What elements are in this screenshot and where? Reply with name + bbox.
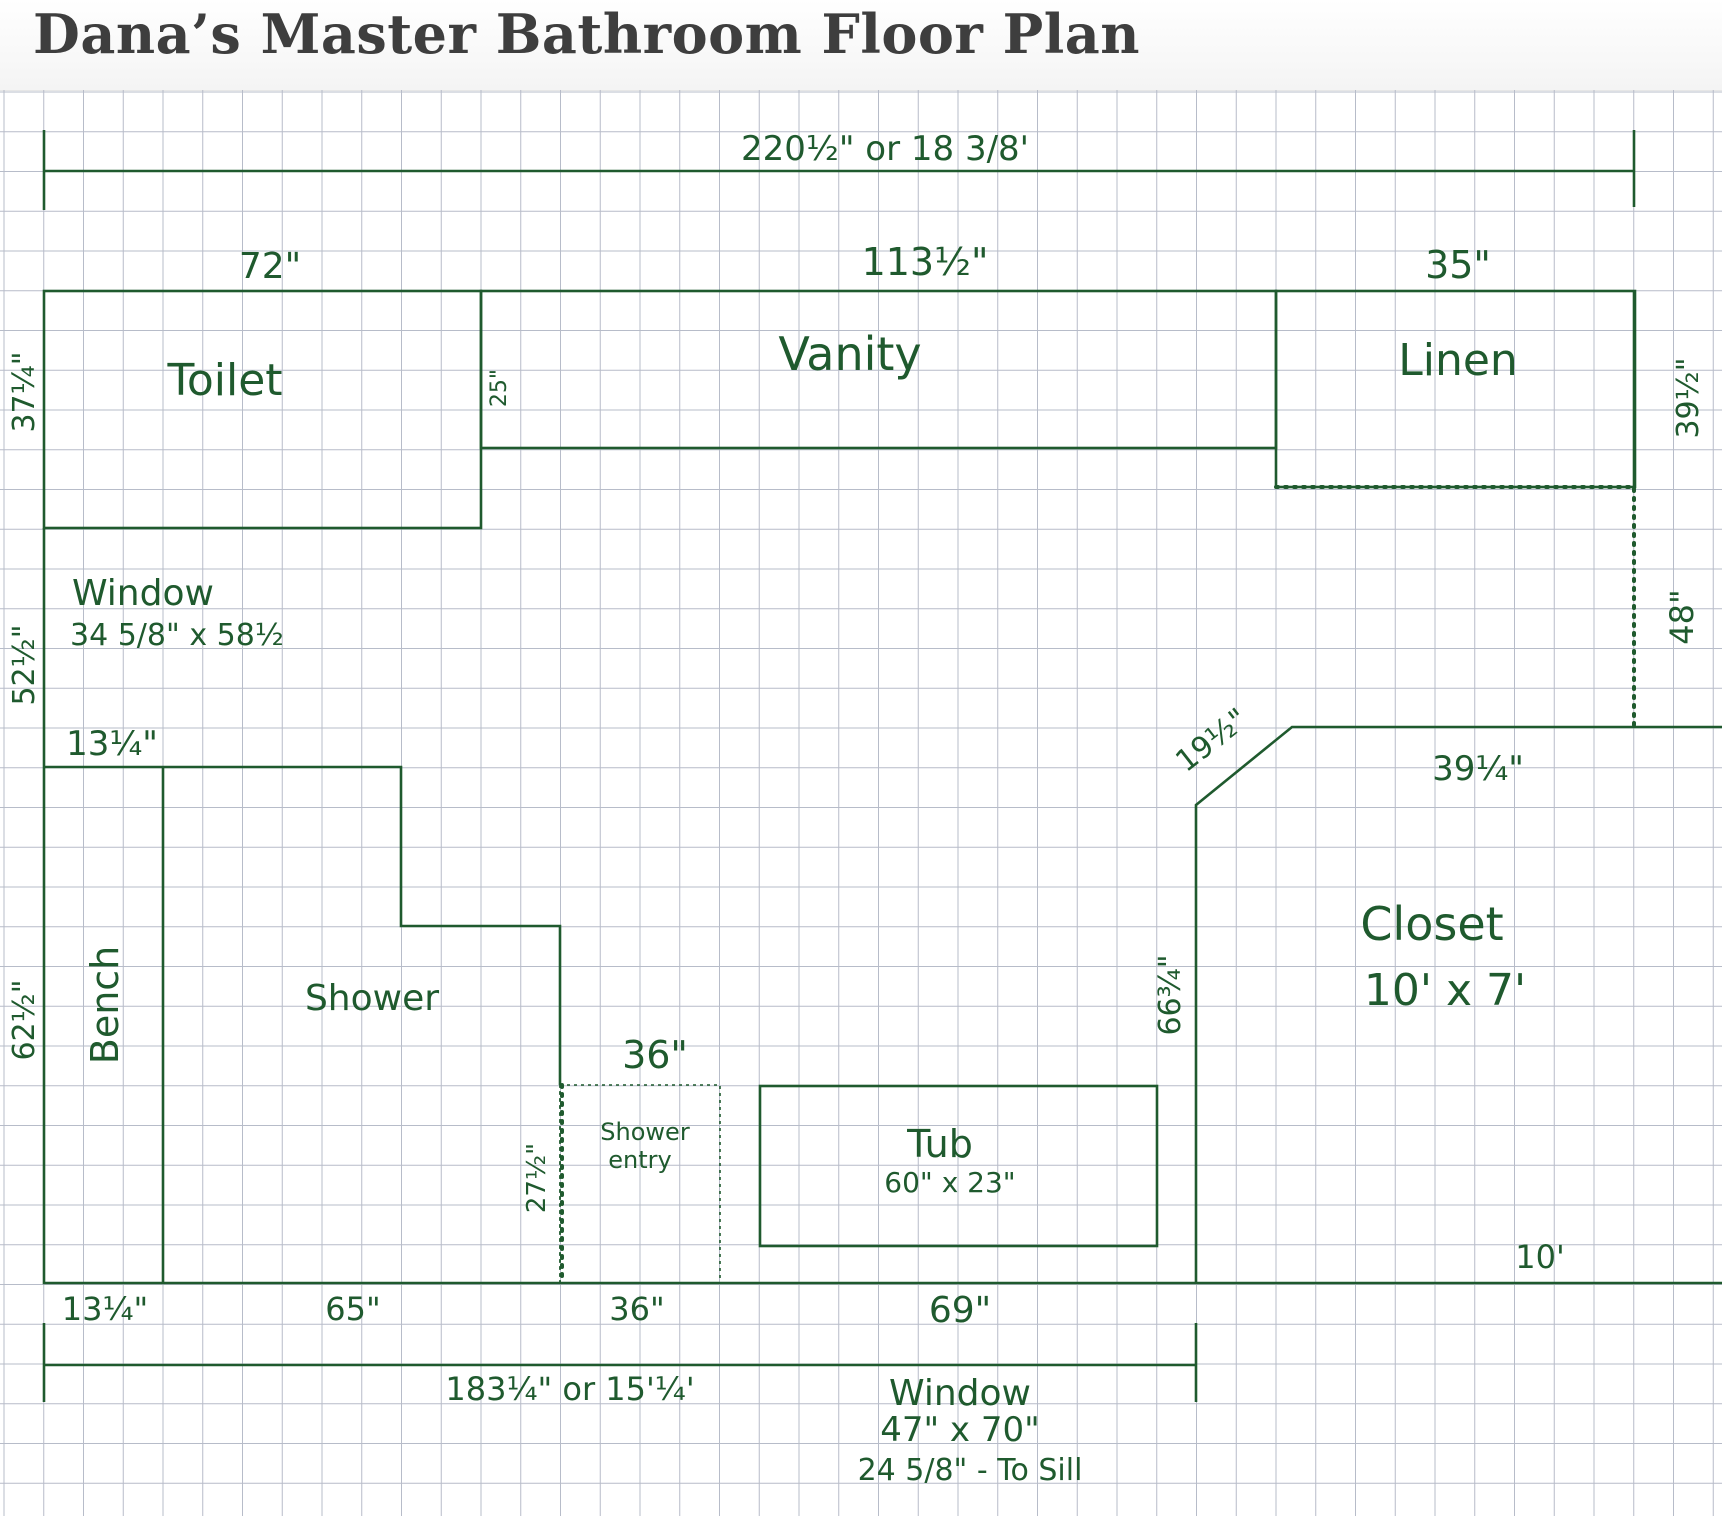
room-label-shower-entry: Shower	[600, 1118, 690, 1146]
dim-overall-width: 220½" or 18 3/8'	[741, 129, 1029, 169]
dim-closet-left: 66¾"	[1153, 954, 1188, 1035]
room-label-shower-entry-2: entry	[608, 1146, 671, 1174]
dim-bottom-total: 183¼" or 15'¼'	[445, 1370, 694, 1408]
dim-bottom-bench: 13¼"	[62, 1290, 148, 1328]
dim-closet-side: 48"	[1663, 589, 1701, 644]
dim-linen-width: 35"	[1425, 243, 1491, 287]
dim-vanity-depth: 25"	[487, 369, 512, 407]
dim-left-bottom: 62½"	[7, 979, 42, 1060]
dimension-lines	[42, 130, 1636, 1402]
window-label-left: Window	[72, 573, 214, 614]
room-label-toilet: Toilet	[166, 355, 282, 406]
dim-entry-depth: 27½"	[522, 1143, 552, 1213]
closet-size: 10' x 7'	[1364, 965, 1526, 1016]
floor-plan: Toilet Vanity Linen Bench Shower Shower …	[0, 90, 1722, 1516]
dim-toilet-width: 72"	[239, 246, 301, 287]
header-bar: Dana’s Master Bathroom Floor Plan	[0, 0, 1722, 91]
window-size-left: 34 5/8" x 58½	[70, 618, 284, 653]
room-label-closet: Closet	[1360, 897, 1503, 951]
dim-closet-bottom: 10'	[1515, 1238, 1565, 1276]
dim-left-window-wall: 52½"	[7, 624, 42, 705]
tub-size: 60" x 23"	[884, 1166, 1015, 1199]
graph-paper-grid	[0, 90, 1722, 1516]
dim-vanity-width: 113½"	[862, 240, 989, 284]
walls	[42, 289, 1722, 1285]
window-label-bottom: Window	[889, 1373, 1031, 1414]
dim-linen-depth: 39½"	[1671, 357, 1706, 438]
window-size-bottom: 47" x 70"	[880, 1410, 1040, 1450]
linen-area	[1274, 289, 1637, 489]
tub	[758, 1084, 1159, 1248]
dim-left-top: 37¼"	[7, 351, 42, 432]
dim-bottom-entry: 36"	[609, 1290, 664, 1328]
room-label-tub: Tub	[906, 1122, 973, 1166]
window-sill-height: 24 5/8" - To Sill	[858, 1453, 1083, 1488]
dim-entry-width: 36"	[622, 1033, 688, 1077]
dim-bench-top: 13¼"	[66, 724, 158, 764]
room-label-linen: Linen	[1398, 335, 1518, 386]
dim-bottom-shower: 65"	[325, 1290, 380, 1328]
page-title: Dana’s Master Bathroom Floor Plan	[33, 2, 1141, 66]
dim-closet-top: 39¼"	[1432, 749, 1524, 789]
room-label-vanity: Vanity	[778, 327, 921, 381]
linen-boundary-dotted	[1274, 485, 1636, 730]
room-label-bench: Bench	[83, 946, 127, 1065]
room-label-shower: Shower	[305, 978, 439, 1019]
dim-bottom-tub: 69"	[929, 1290, 991, 1331]
